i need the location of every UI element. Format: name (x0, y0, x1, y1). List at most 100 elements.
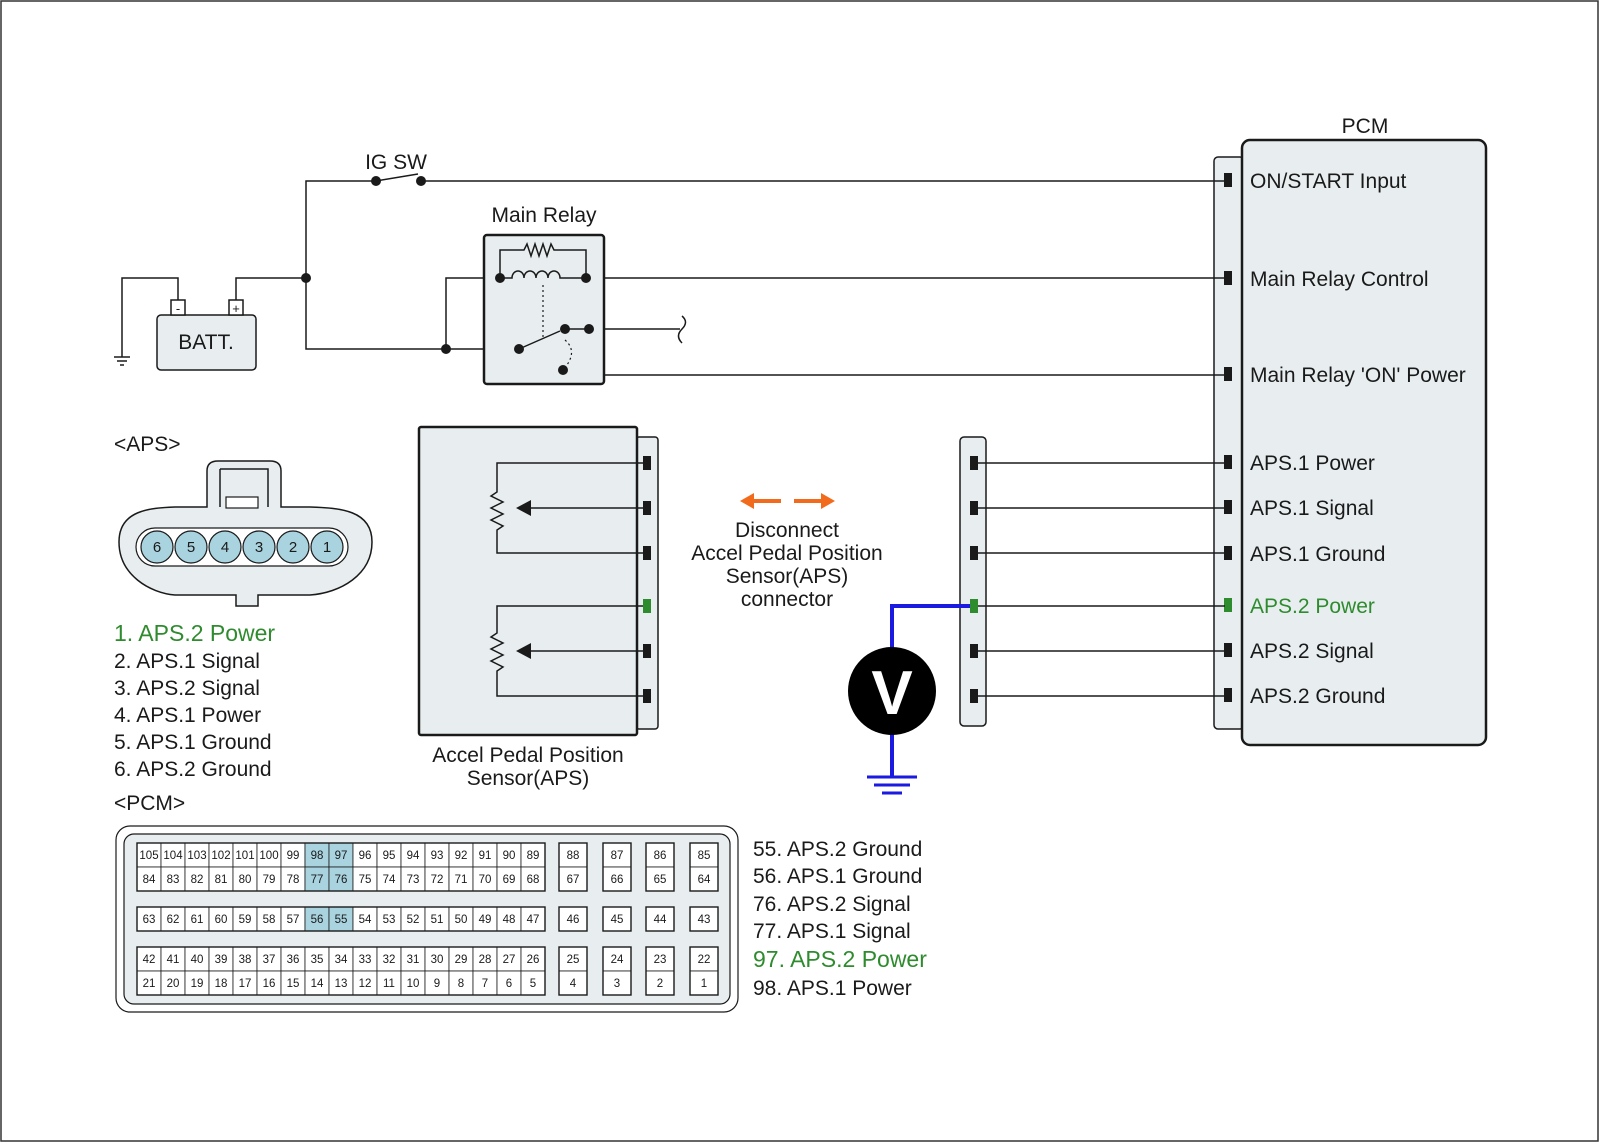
pcm-terminal-label: APS.1 Ground (1250, 543, 1385, 566)
pcm-pin-number: 90 (503, 850, 516, 862)
pcm-pin-cell (448, 866, 474, 892)
pcm-pin-cell (208, 946, 234, 972)
aps-legend-item-highlight: 1. APS.2 Power (114, 620, 275, 646)
pcm-terminal-label-highlight: APS.2 Power (1250, 595, 1375, 618)
pcm-pin-number: 101 (235, 850, 254, 862)
pcm-pin (1224, 688, 1232, 702)
aps-sensor-pin-highlight (643, 599, 651, 613)
pcm-pin-number: 6 (506, 978, 512, 990)
pcm-pin (1224, 455, 1232, 469)
battery-label: BATT. (178, 331, 234, 354)
pcm-pin-number: 64 (698, 874, 711, 886)
pcm-pin-number: 62 (167, 914, 180, 926)
pcm-pin-number: 34 (335, 954, 348, 966)
battery-ground-icon (114, 356, 130, 366)
pcm-pin-number: 83 (167, 874, 180, 886)
battery-positive-label: + (232, 301, 240, 316)
aps-sensor-label: Sensor(APS) (467, 767, 590, 790)
pcm-pin-cell (424, 866, 450, 892)
pcm-pin-number: 4 (570, 978, 577, 990)
pcm-title: PCM (1342, 115, 1389, 138)
pcm-pin-number: 25 (567, 954, 580, 966)
pcm-pin-group-frame (602, 842, 632, 892)
pcm-pin-number: 15 (287, 978, 300, 990)
pcm-pin-cell (208, 866, 234, 892)
pcm-pin-number: 79 (263, 874, 276, 886)
aps-legend-item: 6. APS.2 Ground (114, 758, 272, 781)
voltmeter-ground-icon (867, 775, 917, 795)
pcm-pin-cell (376, 866, 402, 892)
pcm-pin-cell (424, 906, 450, 932)
pcm-pin-cell (352, 970, 378, 996)
pcm-pin-cell (232, 970, 258, 996)
pcm-pin-number: 91 (479, 850, 492, 862)
pcm-pin-number: 85 (698, 850, 711, 862)
voltmeter-label: V (871, 659, 912, 728)
voltmeter: V (848, 604, 970, 795)
pcm-pin-group-frame (136, 842, 546, 892)
pcm-pin-number: 17 (239, 978, 252, 990)
pcm-terminal-label: APS.1 Power (1250, 452, 1375, 475)
pcm-pin-cell (352, 906, 378, 932)
pcm-pin-number: 43 (698, 914, 711, 926)
pcm-connector-title: <PCM> (114, 792, 185, 815)
pcm-pin-cell (328, 946, 354, 972)
pcm-pin-number: 13 (335, 978, 348, 990)
aps-pin-number: 4 (221, 539, 229, 556)
pcm-pin-cell (160, 866, 186, 892)
pcm-pin-number: 1 (701, 978, 707, 990)
pcm-pin-group-frame (645, 842, 675, 892)
pcm-pin-group-frame (689, 842, 719, 892)
pcm-pin-number: 39 (215, 954, 228, 966)
pcm-pin-number: 100 (259, 850, 278, 862)
pcm-pin (1224, 546, 1232, 560)
aps-sensor-pins (643, 456, 651, 703)
aps-pin-number: 1 (323, 539, 331, 556)
pcm-pin-number: 21 (143, 978, 156, 990)
svg-text:Disconnect: Disconnect (735, 519, 839, 542)
pcm-pin-legend: 55. APS.2 Ground 56. APS.1 Ground 76. AP… (753, 838, 927, 1000)
pcm-pin-cell (520, 946, 546, 972)
pcm-pin-number: 37 (263, 954, 276, 966)
pcm-pin-cell (256, 866, 282, 892)
pcm-pin-number: 10 (407, 978, 420, 990)
pcm-pin-number: 46 (567, 914, 580, 926)
pcm-pin-group-frame (602, 906, 632, 932)
pcm-pin-number: 3 (614, 978, 620, 990)
pcm-pin-number: 63 (143, 914, 156, 926)
pcm-pin-group-frame (645, 946, 675, 996)
pcm-pin-number: 78 (287, 874, 300, 886)
pcm-pin-number: 20 (167, 978, 180, 990)
pcm-pin-number: 29 (455, 954, 468, 966)
pcm-legend-item: 76. APS.2 Signal (753, 893, 911, 916)
ig-switch: IG SW (365, 151, 427, 186)
pcm-pin-cell (448, 970, 474, 996)
pcm-pin-group-frame (558, 906, 588, 932)
pcm-pin-cell (136, 970, 162, 996)
pcm-terminal-label: ON/START Input (1250, 170, 1407, 193)
pcm-pin-number: 57 (287, 914, 300, 926)
pcm-pin-number: 94 (407, 850, 420, 862)
pcm-pin-number: 42 (143, 954, 156, 966)
pcm-module: PCM ON/START Input Main Relay Control Ma… (1213, 115, 1488, 747)
pcm-pin-cell (256, 946, 282, 972)
pcm-pin-cell (256, 970, 282, 996)
pcm-pin-number: 58 (263, 914, 276, 926)
pcm-pin-group-frame (689, 906, 719, 932)
aps-sensor-label: Accel Pedal Position (432, 744, 623, 767)
aps-pin-number: 2 (289, 539, 297, 556)
pcm-pin-number: 93 (431, 850, 444, 862)
pcm-pin-number: 28 (479, 954, 492, 966)
main-relay: Main Relay (482, 204, 606, 386)
pcm-pin-number: 88 (567, 850, 580, 862)
pcm-pin (1224, 173, 1232, 187)
aps-sensor: Accel Pedal Position Sensor(APS) (417, 425, 659, 790)
pcm-pin-cell (400, 970, 426, 996)
pcm-pin-number: 92 (455, 850, 468, 862)
pcm-pin-number: 102 (211, 850, 230, 862)
pcm-pin-number: 24 (611, 954, 624, 966)
pcm-pin-number: 27 (503, 954, 516, 966)
pcm-pin-cell (256, 906, 282, 932)
